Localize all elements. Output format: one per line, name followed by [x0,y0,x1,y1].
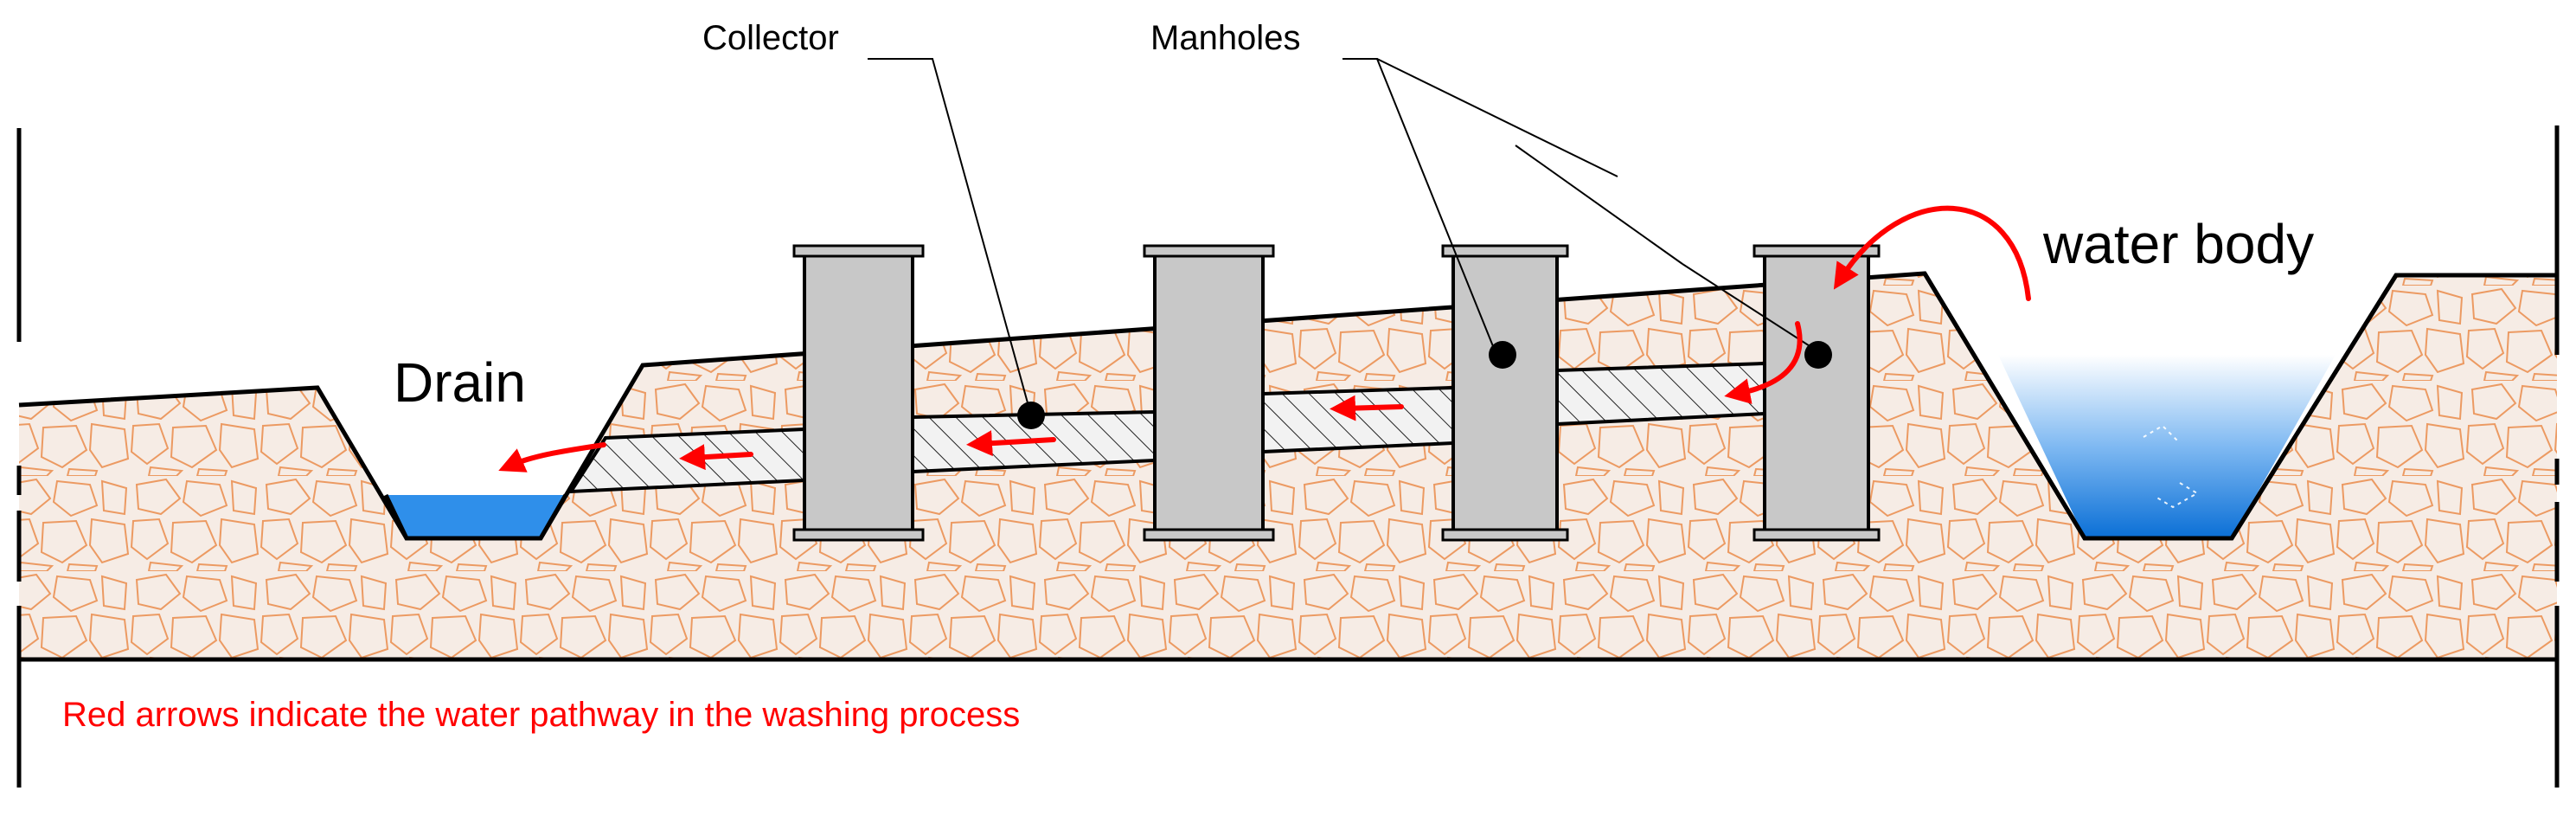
manhole-3 [1441,244,1569,542]
flow-arrows [498,205,2031,473]
manholes-label: Manholes [1150,19,1301,57]
flow-arrow-segment-2 [966,430,1056,457]
flow-arrow-segment-1 [679,444,753,471]
collector-label: Collector [702,19,839,57]
soil-ground [19,273,2557,659]
leader-lines [868,58,1817,416]
manhole-1 [792,244,925,542]
water-body-label: water body [2043,213,2315,275]
flow-arrow-outlet [498,442,606,473]
flow-arrow-segment-3 [1330,395,1404,421]
water-body-water [1998,355,2336,538]
manhole-dot-2 [1804,341,1832,369]
flow-arrow-inlet [1833,205,2031,301]
manhole-dot-1 [1489,341,1516,369]
drain-label: Drain [394,351,526,414]
legend-caption: Red arrows indicate the water pathway in… [62,696,1021,734]
manhole-2 [1143,244,1275,542]
drain-water [386,495,566,538]
manhole-4 [1753,244,1881,542]
collector-dot [1017,402,1045,429]
flow-arrow-manhole-4 [1724,321,1803,404]
